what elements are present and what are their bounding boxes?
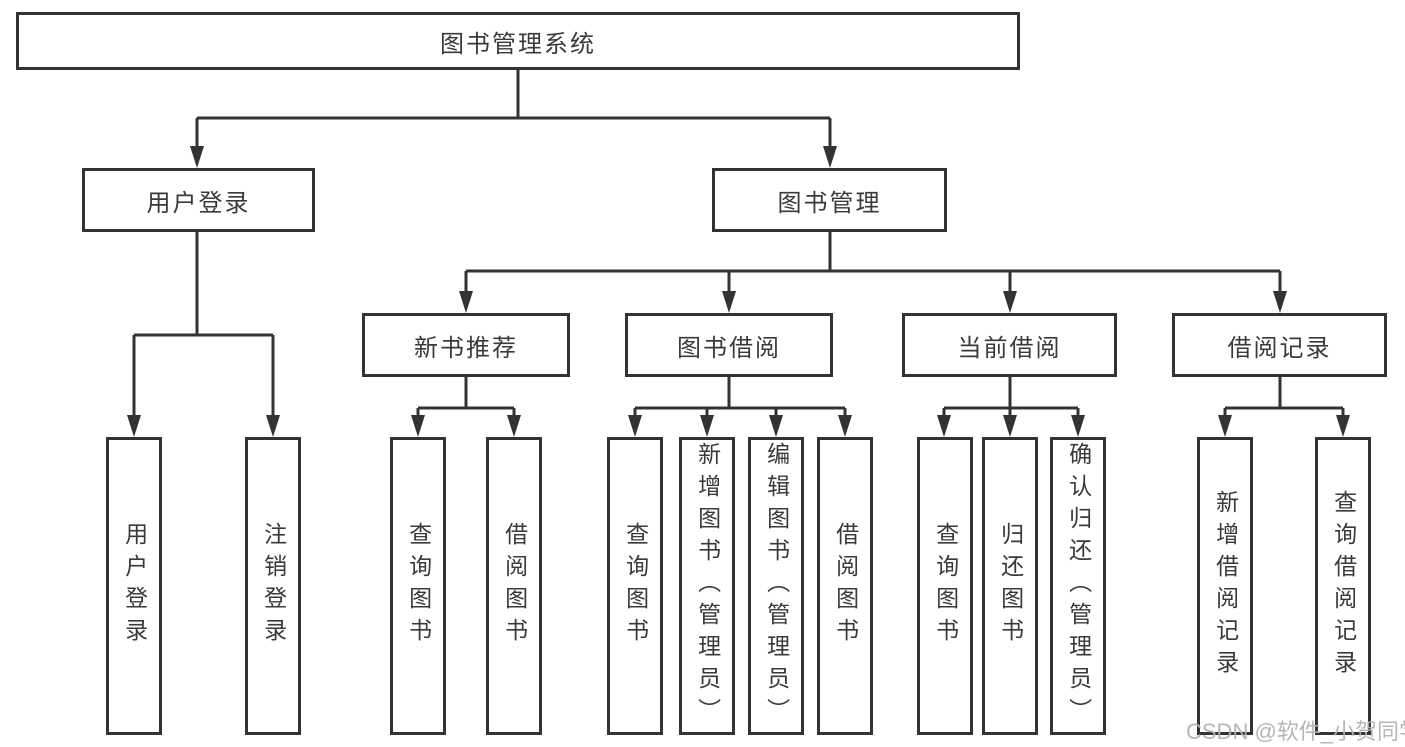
leaf-borrow-books-borrowing: 借阅图书 [817, 437, 873, 735]
node-user-login: 用户登录 [82, 168, 315, 232]
leaf-add-borrow-record-label: 新增借阅记录 [1212, 490, 1239, 682]
node-borrow-records-label: 借阅记录 [1227, 334, 1332, 362]
csdn-watermark: CSDN @软件_小贺同学 [1186, 719, 1405, 744]
leaf-query-books-recommend-label: 查询图书 [405, 522, 432, 650]
node-new-book-recommend-label: 新书推荐 [414, 334, 518, 362]
leaf-query-books-current: 查询图书 [917, 437, 973, 735]
leaf-add-borrow-record: 新增借阅记录 [1197, 437, 1253, 735]
leaf-add-book-admin: 新增图书（管理员） [679, 437, 735, 735]
leaf-query-borrow-record: 查询借阅记录 [1315, 437, 1371, 735]
leaf-borrow-books-recommend-label: 借阅图书 [501, 522, 528, 650]
node-borrow-records: 借阅记录 [1172, 313, 1387, 377]
leaf-query-books-current-label: 查询图书 [932, 522, 959, 650]
leaf-return-book-label: 归还图书 [997, 522, 1024, 650]
leaf-confirm-return-admin-label: 确认归还（管理员） [1065, 442, 1092, 730]
leaf-query-books-borrowing-label: 查询图书 [622, 522, 649, 650]
leaf-user-login: 用户登录 [106, 437, 162, 735]
leaf-borrow-books-borrowing-label: 借阅图书 [832, 522, 859, 650]
node-library-system-label: 图书管理系统 [440, 30, 596, 58]
leaf-query-books-borrowing: 查询图书 [607, 437, 663, 735]
node-current-borrowing: 当前借阅 [902, 313, 1117, 377]
node-new-book-recommend: 新书推荐 [362, 313, 570, 377]
node-book-management-label: 图书管理 [777, 189, 882, 217]
node-current-borrowing-label: 当前借阅 [957, 334, 1062, 362]
leaf-confirm-return-admin: 确认归还（管理员） [1050, 437, 1106, 735]
leaf-logout-label: 注销登录 [260, 522, 287, 650]
leaf-user-login-label: 用户登录 [121, 522, 148, 650]
leaf-edit-book-admin-label: 编辑图书（管理员） [763, 442, 790, 730]
node-user-login-label: 用户登录 [146, 189, 251, 217]
node-book-borrowing-label: 图书借阅 [677, 334, 781, 362]
node-book-borrowing: 图书借阅 [625, 313, 833, 377]
leaf-logout: 注销登录 [245, 437, 301, 735]
leaf-return-book: 归还图书 [982, 437, 1038, 735]
node-library-system: 图书管理系统 [16, 12, 1020, 70]
node-book-management: 图书管理 [712, 168, 947, 232]
leaf-borrow-books-recommend: 借阅图书 [486, 437, 542, 735]
leaf-add-book-admin-label: 新增图书（管理员） [694, 442, 721, 730]
leaf-query-books-recommend: 查询图书 [390, 437, 446, 735]
leaf-edit-book-admin: 编辑图书（管理员） [748, 437, 804, 735]
leaf-query-borrow-record-label: 查询借阅记录 [1330, 490, 1357, 682]
